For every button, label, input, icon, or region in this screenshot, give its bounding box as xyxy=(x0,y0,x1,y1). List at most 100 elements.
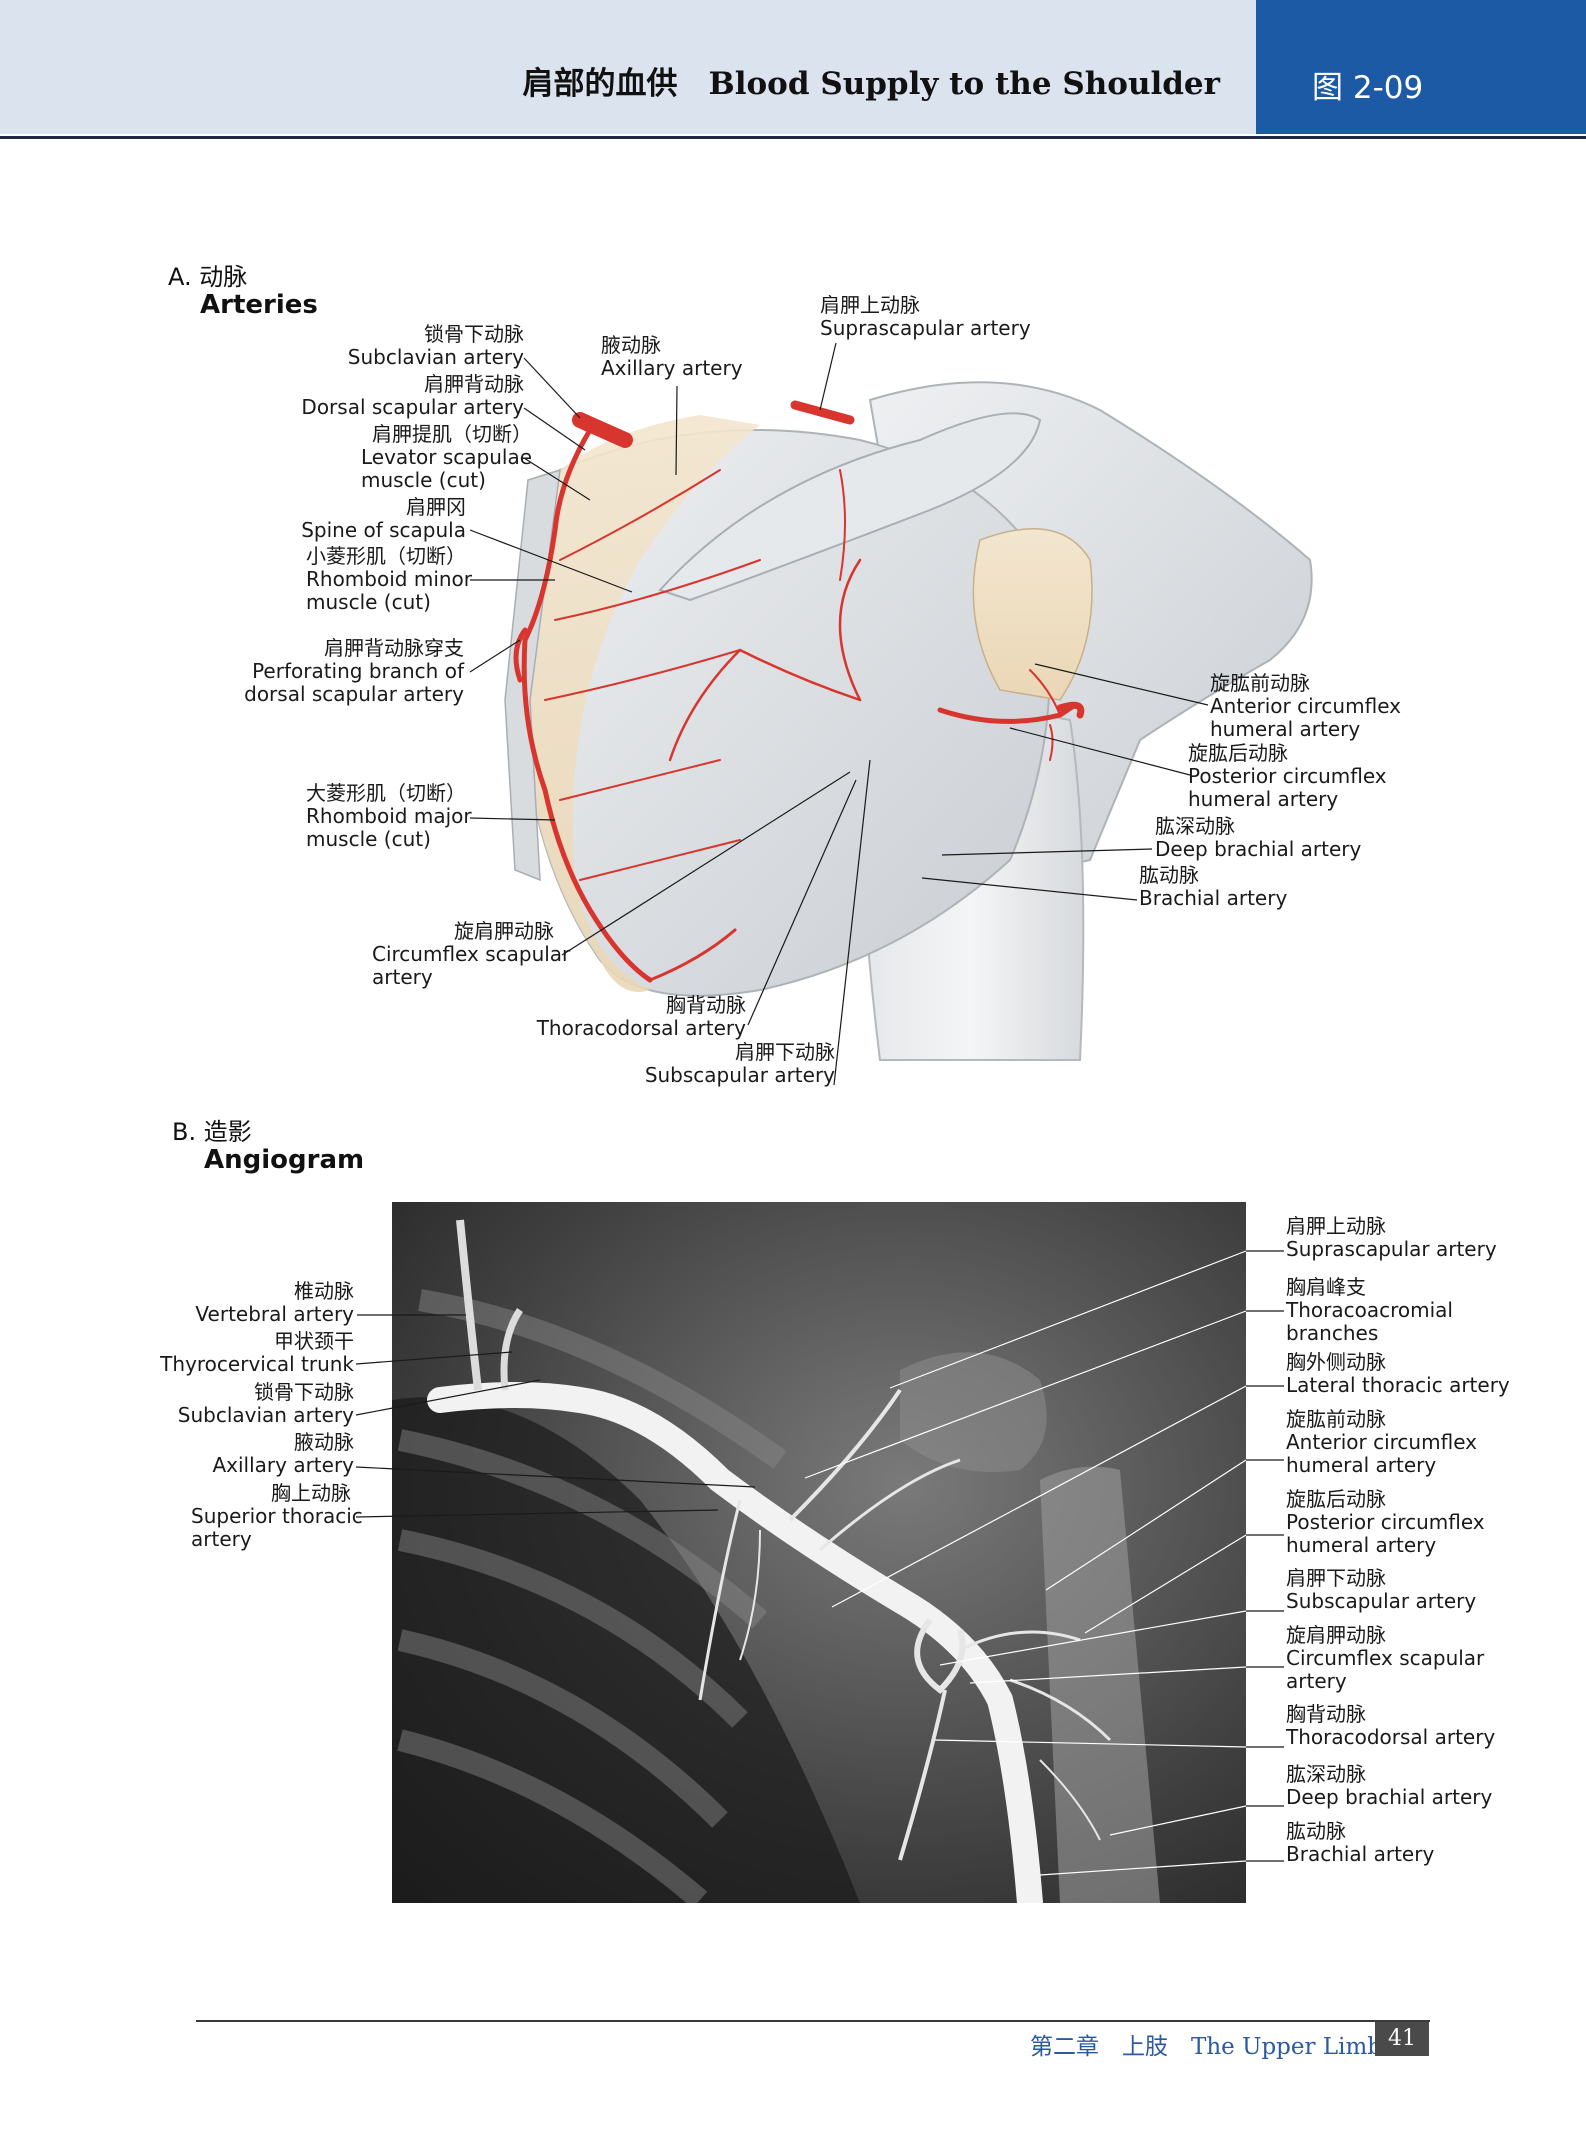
callout-text-line: branches xyxy=(1286,1321,1379,1345)
footer-rule xyxy=(196,2020,1430,2022)
callout-text-line: Dorsal scapular artery xyxy=(301,395,524,419)
callout-text-line: 大菱形肌（切断） xyxy=(306,781,466,805)
callout-text-line: 甲状颈干 xyxy=(274,1329,354,1353)
anterior-circumflex-humeral-artery xyxy=(937,702,1078,724)
callout-text-line: 肩胛背动脉穿支 xyxy=(324,636,464,660)
thyrocervical-trunk xyxy=(500,1308,523,1391)
callout-text-line: 肩胛下动脉 xyxy=(735,1040,835,1064)
callout-text-line: 胸背动脉 xyxy=(666,993,746,1017)
callout-text-line: Posterior circumflex xyxy=(1188,764,1387,788)
callout-text-line: Rhomboid minor xyxy=(306,567,473,591)
callout-text-line: 旋肱后动脉 xyxy=(1188,741,1288,765)
callout-text-line: Axillary artery xyxy=(212,1453,354,1477)
section-b-heading: B. 造影 Angiogram xyxy=(172,1118,365,1175)
callout-text-line: Brachial artery xyxy=(1286,1842,1435,1866)
callout-text-line: 肩胛背动脉 xyxy=(424,372,524,396)
callout-text-line: 胸肩峰支 xyxy=(1286,1275,1366,1299)
circumflex-scapular-artery xyxy=(668,648,862,762)
vertebral-artery xyxy=(456,1219,482,1391)
callout-text-line: humeral artery xyxy=(1188,787,1339,811)
callout-text-line: 锁骨下动脉 xyxy=(254,1380,354,1404)
callout-text-line: Subclavian artery xyxy=(347,345,524,369)
callout-text-line: Subclavian artery xyxy=(177,1403,354,1427)
callout-text-line: 肱动脉 xyxy=(1286,1819,1346,1843)
callout-text-line: humeral artery xyxy=(1286,1453,1437,1477)
page-title: 肩部的血供 Blood Supply to the Shoulder xyxy=(522,66,1220,102)
section-b-leader-lines-inside xyxy=(804,1250,1247,1876)
callout-text-line: Spine of scapula xyxy=(301,518,466,542)
perforating-branch xyxy=(513,627,528,683)
callout-text-line: 胸背动脉 xyxy=(1286,1702,1366,1726)
callout-text-line: humeral artery xyxy=(1210,717,1361,741)
callout-text-line: Levator scapulae xyxy=(361,445,533,469)
lung-field xyxy=(392,1397,860,1903)
humeral-head xyxy=(972,528,1093,701)
callout-text-line: Rhomboid major xyxy=(306,804,472,828)
callout-text-line: Brachial artery xyxy=(1139,886,1288,910)
callout-text-line: Deep brachial artery xyxy=(1286,1785,1493,1809)
callout-text-line: 肱深动脉 xyxy=(1155,814,1235,838)
section-a-heading: A. 动脉 Arteries xyxy=(168,263,318,320)
callout-text-line: 肩胛上动脉 xyxy=(820,293,920,317)
dorsal-scapular-artery xyxy=(521,427,653,983)
callout-text-line: 肱深动脉 xyxy=(1286,1762,1366,1786)
callout-text-line: 肩胛下动脉 xyxy=(1286,1566,1386,1590)
circumflex-humeral-loop xyxy=(1056,701,1085,719)
callout-text-line: Vertebral artery xyxy=(195,1302,354,1326)
callout-text-line: 肩胛提肌（切断） xyxy=(372,422,533,446)
callout-text-line: Perforating branch of xyxy=(252,659,464,683)
callout-text-line: humeral artery xyxy=(1286,1533,1437,1557)
callout-text-line: 旋肱后动脉 xyxy=(1286,1487,1386,1511)
subclavian-axillary-brachial-artery xyxy=(427,1382,1043,1903)
humeral-head-shadow xyxy=(900,1352,1047,1472)
callout-text-line: 旋肩胛动脉 xyxy=(454,919,554,943)
callout-text-line: artery xyxy=(191,1527,252,1551)
header-rule xyxy=(0,136,1586,139)
callout-text-line: 旋肱前动脉 xyxy=(1286,1407,1386,1431)
callout-text-line: Axillary artery xyxy=(601,356,743,380)
callout-text-line: dorsal scapular artery xyxy=(244,682,464,706)
callout-text-line: Lateral thoracic artery xyxy=(1286,1373,1510,1397)
spine-of-scapula xyxy=(658,412,1042,602)
callout-text-line: Suprascapular artery xyxy=(1286,1237,1497,1261)
callout-text-line: Anterior circumflex xyxy=(1210,694,1401,718)
subclavian-artery-stub xyxy=(572,412,633,448)
callout-text-line: 肩胛上动脉 xyxy=(1286,1214,1386,1238)
callout-text-line: Deep brachial artery xyxy=(1155,837,1362,861)
callout-text-line: Subscapular artery xyxy=(1286,1589,1477,1613)
callout-text-line: 旋肱前动脉 xyxy=(1210,671,1310,695)
artery-network xyxy=(513,400,1085,983)
callout-text-line: 小菱形肌（切断） xyxy=(306,544,466,568)
callout-text-line: 肱动脉 xyxy=(1139,863,1199,887)
section-b-leader-lines xyxy=(355,1314,756,1518)
callout-text-line: artery xyxy=(1286,1669,1347,1693)
callout-text-line: Thyrocervical trunk xyxy=(160,1352,354,1376)
callout-text-line: Circumflex scapular xyxy=(372,942,571,966)
callout-text-line: Thoracoacromial xyxy=(1286,1298,1453,1322)
section-a-leader-lines xyxy=(469,342,1209,1086)
callout-text-line: Posterior circumflex xyxy=(1286,1510,1485,1534)
callout-text-line: muscle (cut) xyxy=(306,827,431,851)
callout-text-line: Thoracodorsal artery xyxy=(536,1016,746,1040)
